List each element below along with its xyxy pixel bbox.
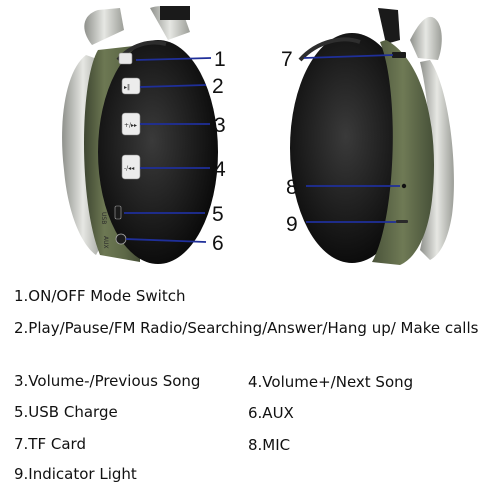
callout-5: 5 <box>212 203 224 226</box>
callout-3: 3 <box>214 114 226 137</box>
legend-item-1: 1.ON/OFF Mode Switch <box>14 287 186 305</box>
legend-item-4: 4.Volume+/Next Song <box>248 373 414 391</box>
svg-text:▸‖: ▸‖ <box>124 84 130 91</box>
legend-item-6: 6.AUX <box>248 404 294 422</box>
callout-7: 7 <box>281 48 293 71</box>
feature-legend: 1.ON/OFF Mode Switch 2.Play/Pause/FM Rad… <box>0 272 500 500</box>
legend-item-8: 8.MIC <box>248 436 291 454</box>
aux-port-label: AUX <box>102 236 109 249</box>
legend-item-9: 9.Indicator Light <box>14 465 137 483</box>
right-earcup <box>290 8 454 265</box>
callout-2: 2 <box>212 75 224 98</box>
left-callouts: 1 2 3 4 5 6 <box>124 48 226 255</box>
callout-9: 9 <box>286 213 298 236</box>
headphone-photo: ▸‖ +/▸▸ -/◂◂ USB AUX 1 2 3 4 5 6 <box>62 6 454 265</box>
callout-8: 8 <box>286 176 298 199</box>
callout-6: 6 <box>212 232 224 255</box>
legend-item-3: 3.Volume-/Previous Song <box>14 372 201 390</box>
right-callouts: 7 8 9 <box>281 48 400 236</box>
callout-1: 1 <box>214 48 226 71</box>
left-earcup: ▸‖ +/▸▸ -/◂◂ USB AUX <box>62 6 218 264</box>
legend-item-5: 5.USB Charge <box>14 403 118 421</box>
legend-item-7: 7.TF Card <box>14 435 86 453</box>
usb-port-label: USB <box>100 212 107 224</box>
legend-item-2: 2.Play/Pause/FM Radio/Searching/Answer/H… <box>14 319 479 337</box>
callout-4: 4 <box>214 158 226 181</box>
svg-text:+/▸▸: +/▸▸ <box>124 122 137 129</box>
svg-text:-/◂◂: -/◂◂ <box>124 165 134 172</box>
